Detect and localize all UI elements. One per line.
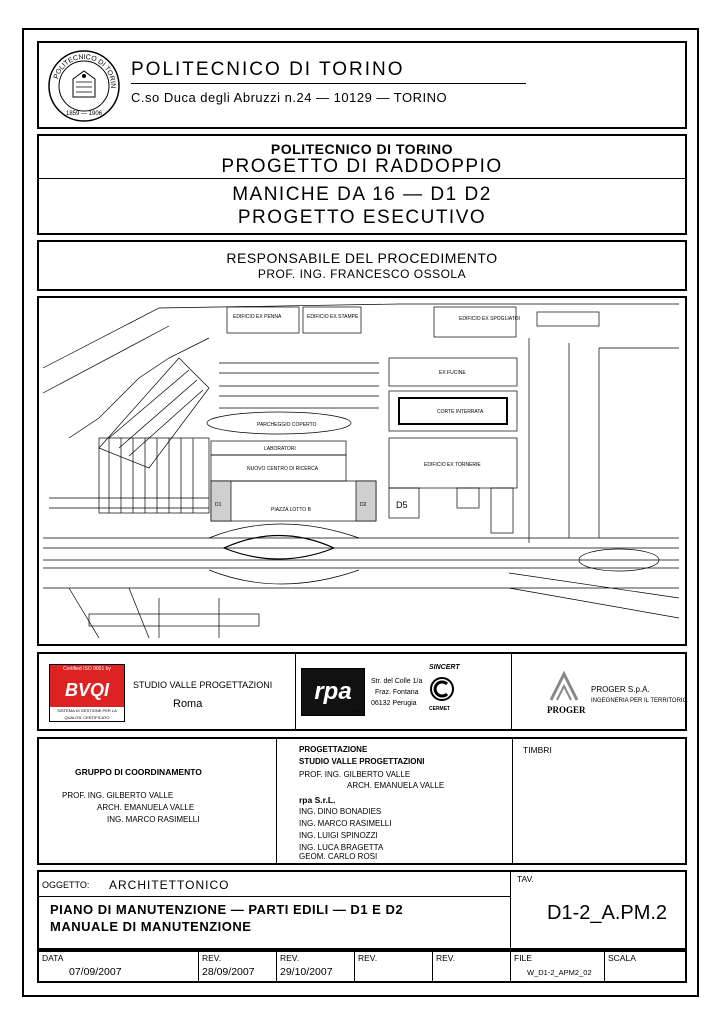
responsible-name: PROF. ING. FRANCESCO OSSOLA — [257, 267, 467, 281]
rev2-label: REV. — [280, 953, 300, 963]
proger-name: PROGER S.p.A. — [591, 685, 650, 694]
site-plan-drawing: EDIFICIO EX PENNA EDIFICIO EX STAMPE EDI… — [42, 303, 680, 639]
footer-box: DATA 07/09/2007 REV. 28/09/2007 REV. 29/… — [37, 950, 687, 983]
rpa-member: GEOM. CARLO ROSI — [299, 852, 378, 861]
project-title: PROGETTO DI RADDOPPIO — [221, 156, 503, 177]
header-address: C.so Duca degli Abruzzi n.24 — 10129 — T… — [131, 90, 448, 105]
logos-divider-1 — [295, 654, 296, 729]
site-plan-box: EDIFICIO EX PENNA EDIFICIO EX STAMPE EDI… — [37, 296, 687, 646]
bvqi-note: SISTEMA DI GESTIONE PER LA QUALITA' CERT… — [57, 708, 117, 720]
subject-title-2: MANUALE DI MANUTENZIONE — [50, 919, 252, 934]
bvqi-name: BVQI — [50, 673, 124, 707]
project-subtitle-1: MANICHE DA 16 — D1 D2 — [232, 184, 492, 205]
map-label-piazza: PIAZZA LOTTO B — [271, 507, 312, 513]
footer-divider — [198, 952, 199, 981]
coordination-member: ARCH. EMANUELA VALLE — [97, 803, 195, 812]
map-label-d2: D2 — [360, 502, 367, 508]
data-label: DATA — [42, 953, 64, 963]
rev1-label: REV. — [202, 953, 222, 963]
footer-divider — [604, 952, 605, 981]
project-divider — [39, 178, 685, 179]
drawing-frame — [22, 28, 699, 997]
politecnico-seal-icon: POLITECNICO DI TORINO 1859 — 1906 — [47, 49, 120, 122]
logos-divider-2 — [511, 654, 512, 729]
footer-divider — [510, 952, 511, 981]
file-value: W_D1-2_APM2_02 — [527, 968, 592, 977]
subject-hline — [39, 896, 510, 897]
rpa-address-1: Str. del Colle 1/a — [371, 678, 423, 685]
responsible-box: RESPONSABILE DEL PROCEDIMENTO PROF. ING.… — [37, 240, 687, 291]
svg-text:1859 — 1906: 1859 — 1906 — [66, 111, 103, 117]
sincert-label: SINCERT — [429, 664, 460, 671]
svg-text:POLITECNICO DI TORINO: POLITECNICO DI TORINO — [47, 49, 116, 88]
team-divider-1 — [276, 739, 277, 863]
rev1-value: 28/09/2007 — [202, 966, 255, 978]
project-box: POLITECNICO DI TORINO PROGETTO DI RADDOP… — [37, 134, 687, 235]
scala-label: SCALA — [608, 953, 636, 963]
design-member: ARCH. EMANUELA VALLE — [347, 781, 445, 790]
subject-box: OGGETTO: ARCHITETTONICO PIANO DI MANUTEN… — [37, 870, 687, 950]
map-label-parcheggio: PARCHEGGIO COPERTO — [257, 422, 317, 428]
map-label-ex-stampe: EDIFICIO EX STAMPE — [307, 314, 359, 320]
rpa-srl: s.r.l. — [351, 708, 359, 713]
map-label-ex-spogliatoi: EDIFICIO EX SPOGLIATOI — [459, 316, 520, 322]
rev3-label: REV. — [358, 953, 378, 963]
logos-box: Certified ISO 9001 by BVQI SISTEMA DI GE… — [37, 652, 687, 731]
design-member: PROF. ING. GILBERTO VALLE — [299, 770, 411, 779]
map-label-corte-interrata: CORTE INTERRATA — [437, 409, 484, 415]
project-subtitle-2: PROGETTO ESECUTIVO — [237, 207, 487, 228]
coordination-member: ING. MARCO RASIMELLI — [107, 815, 200, 824]
map-label-d1: D1 — [215, 502, 222, 508]
map-label-laboratori: LABORATORI — [264, 446, 296, 452]
coordination-member: PROF. ING. GILBERTO VALLE — [62, 791, 174, 800]
studio-city: Roma — [173, 698, 203, 710]
file-label: FILE — [514, 953, 532, 963]
rpa-logo: rpa — [301, 668, 365, 716]
rev2-value: 29/10/2007 — [280, 966, 333, 978]
map-label-centro-ricerca: NUOVO CENTRO DI RICERCA — [247, 466, 319, 472]
coordination-title: GRUPPO DI COORDINAMENTO — [75, 767, 202, 777]
bvqi-logo: Certified ISO 9001 by BVQI SISTEMA DI GE… — [49, 664, 125, 722]
bvqi-cert-text: Certified ISO 9001 by — [50, 665, 124, 673]
stamps-title: TIMBRI — [523, 745, 552, 755]
cermet-label: CERMET — [429, 706, 451, 712]
header-institution: POLITECNICO DI TORINO — [131, 59, 405, 80]
footer-divider — [354, 952, 355, 981]
map-label-ex-torneria: EDIFICIO EX TORNERIE — [424, 462, 481, 468]
footer-divider — [432, 952, 433, 981]
responsible-role: RESPONSABILE DEL PROCEDIMENTO — [226, 250, 498, 266]
rpa-address-3: 06132 Perugia — [371, 700, 417, 707]
rpa-member: ING. LUCA BRAGETTA — [299, 843, 384, 852]
map-label-d5: D5 — [396, 500, 408, 510]
rpa-member: ING. LUIGI SPINOZZI — [299, 831, 378, 840]
footer-divider — [276, 952, 277, 981]
subject-label: OGGETTO: — [42, 880, 90, 890]
tav-value: D1-2_A.PM.2 — [547, 902, 668, 924]
design-firm: STUDIO VALLE PROGETTAZIONI — [299, 757, 425, 766]
studio-name: STUDIO VALLE PROGETTAZIONI — [133, 680, 273, 690]
rpa-member: ING. DINO BONADIES — [299, 807, 382, 816]
tav-label: TAV. — [517, 874, 534, 884]
team-divider-2 — [512, 739, 513, 863]
subject-title-1: PIANO DI MANUTENZIONE — PARTI EDILI — D1… — [50, 902, 404, 917]
header-underline — [131, 83, 526, 84]
team-box: GRUPPO DI COORDINAMENTO PROF. ING. GILBE… — [37, 737, 687, 865]
project-institution: POLITECNICO DI TORINO — [270, 141, 454, 157]
header-box: POLITECNICO DI TORINO 1859 — 1906 POLITE… — [37, 41, 687, 129]
design-title: PROGETTAZIONE — [299, 745, 368, 754]
certification-mark-icon — [430, 677, 454, 701]
map-label-ex-fucine: EX FUCINE — [439, 370, 466, 376]
map-label-ex-penna: EDIFICIO EX PENNA — [233, 314, 282, 320]
proger-tagline: INGEGNERIA PER IL TERRITORIO — [591, 698, 688, 704]
rpa-address-2: Fraz. Fontana — [375, 689, 419, 696]
data-value: 07/09/2007 — [69, 966, 122, 978]
rpa-team-title: rpa S.r.L. — [299, 795, 336, 805]
subject-category: ARCHITETTONICO — [109, 878, 230, 892]
rpa-member: ING. MARCO RASIMELLI — [299, 819, 392, 828]
proger-logo-text: PROGER — [547, 705, 586, 715]
rev4-label: REV. — [436, 953, 456, 963]
subject-divider — [510, 872, 511, 948]
proger-logo-icon — [549, 670, 579, 701]
